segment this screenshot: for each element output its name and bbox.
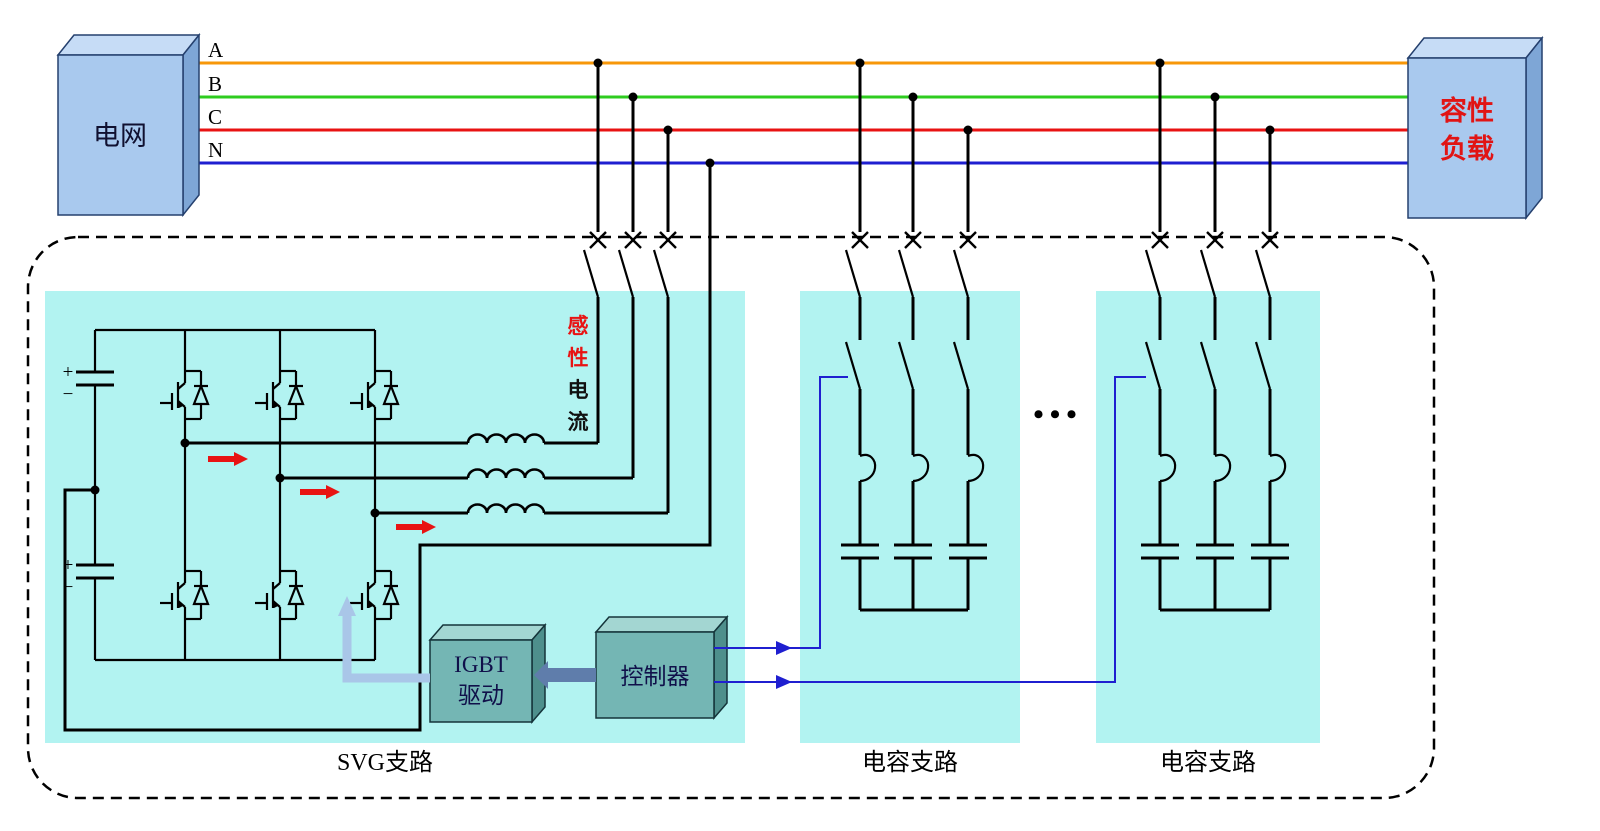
contactor-blade [844, 341, 862, 390]
load-label-line2: 负载 [1440, 134, 1494, 164]
contactor-blade [1254, 341, 1272, 390]
grid-box-front-face [57, 54, 184, 216]
disconnect-blade-b [617, 249, 635, 298]
branch-labels: SVG支路 电容支路 电容支路 [337, 749, 1256, 776]
cap-plus-sign: + [63, 555, 74, 576]
breaker-x [1150, 230, 1170, 250]
cap-branch-1 [839, 58, 989, 612]
grid-label: 电网 [93, 121, 147, 151]
inductive-char-4: 流 [568, 410, 589, 434]
disconnect-blade [844, 249, 862, 298]
gate-drive-arrowhead [338, 596, 356, 616]
breaker-x [850, 230, 870, 250]
control-arrowhead-2 [776, 675, 792, 689]
disconnect-blade-c [652, 249, 670, 298]
grid-box: 电网 [56, 32, 201, 218]
phase-b-label: B [208, 72, 222, 96]
control-arrowhead-1 [776, 641, 792, 655]
disconnect-blade [897, 249, 915, 298]
bus-lines: A B C N [199, 38, 1408, 165]
breaker-x [958, 230, 978, 250]
phase-n-label: N [208, 138, 223, 162]
controller-front-face [595, 631, 715, 719]
svg-branch-taps [63, 58, 715, 732]
compensator-boundary [26, 235, 1436, 800]
phase-node-dot [275, 473, 285, 483]
controller-label: 控制器 [621, 664, 690, 689]
inductive-char-2: 性 [568, 346, 589, 370]
inductive-char-1: 感 [568, 314, 589, 338]
control-line-branch2 [714, 376, 1146, 683]
cap-minus-sign: − [63, 384, 74, 405]
disconnect-blade-a [582, 249, 600, 298]
breaker-x-c [658, 230, 678, 250]
load-box-top-face [1406, 37, 1544, 59]
cap-branch-panel-2 [1096, 291, 1320, 743]
inductive-char-3: 电 [568, 378, 589, 402]
breaker-x-a [588, 230, 608, 250]
svg-branch: 感 性 电 流 + − + − [63, 58, 715, 732]
phase-a-label: A [208, 38, 224, 62]
controller-top-face [594, 616, 729, 633]
phase-node-dot [370, 508, 380, 518]
grid-box-side-face [182, 32, 200, 218]
bus-tap-dot [663, 125, 673, 135]
igbt-driver-box: IGBT 驱动 [428, 622, 547, 725]
bus-tap-dot [593, 58, 603, 68]
bus-tap-dot [705, 158, 715, 168]
svg-branch-label: SVG支路 [337, 749, 433, 776]
controller-side-face [713, 614, 728, 721]
load-box-side-face [1525, 35, 1543, 221]
neutral-return-path [63, 163, 712, 732]
grid-box-top-face [56, 34, 201, 56]
contactor-blade [897, 341, 915, 390]
load-box-front-face [1407, 57, 1527, 219]
dc-link-capacitors: + − + − [63, 330, 116, 660]
igbt-driver-top-face [428, 624, 547, 641]
breaker-x [1205, 230, 1225, 250]
more-branches-ellipsis: ••• [1033, 398, 1083, 431]
control-line-branch1 [714, 376, 848, 649]
igbt-driver-label-line1: IGBT [454, 652, 508, 677]
disconnect-blade [1199, 249, 1217, 298]
controller-to-driver-arrow [534, 661, 596, 689]
disconnect-blade [952, 249, 970, 298]
dc-midpoint-dot [90, 485, 100, 495]
phase-node-dot [180, 438, 190, 448]
breaker-x [903, 230, 923, 250]
disconnect-blade [1144, 249, 1162, 298]
igbt-driver-front-face [429, 639, 533, 723]
output-inductors [466, 433, 668, 515]
gate-drive-path [342, 614, 430, 683]
inverter-bridge: + − + − [63, 328, 468, 662]
contactor-blade [1144, 341, 1162, 390]
contactor-blade [1199, 341, 1217, 390]
cap-branch-1-label: 电容支路 [862, 749, 958, 776]
contactor-blade [952, 341, 970, 390]
bus-tap-dot [628, 92, 638, 102]
cap-branch-2-label: 电容支路 [1160, 749, 1256, 776]
cap-branch-2 [1139, 58, 1291, 612]
cap-branch-panel-1 [800, 291, 1020, 743]
breaker-x-b [623, 230, 643, 250]
branch-panels [45, 291, 1320, 743]
breaker-x [1260, 230, 1280, 250]
cap-minus-sign: − [63, 577, 74, 598]
igbt-driver-label-line2: 驱动 [458, 683, 504, 708]
control-signals [338, 376, 1146, 689]
cap-plus-sign: + [63, 362, 74, 383]
load-label-line1: 容性 [1440, 95, 1494, 126]
load-box: 容性 负载 [1406, 35, 1544, 221]
inductive-current-label: 感 性 电 流 [568, 314, 589, 434]
controller-box: 控制器 [594, 614, 729, 721]
disconnect-blade [1254, 249, 1272, 298]
phase-c-label: C [208, 105, 222, 129]
